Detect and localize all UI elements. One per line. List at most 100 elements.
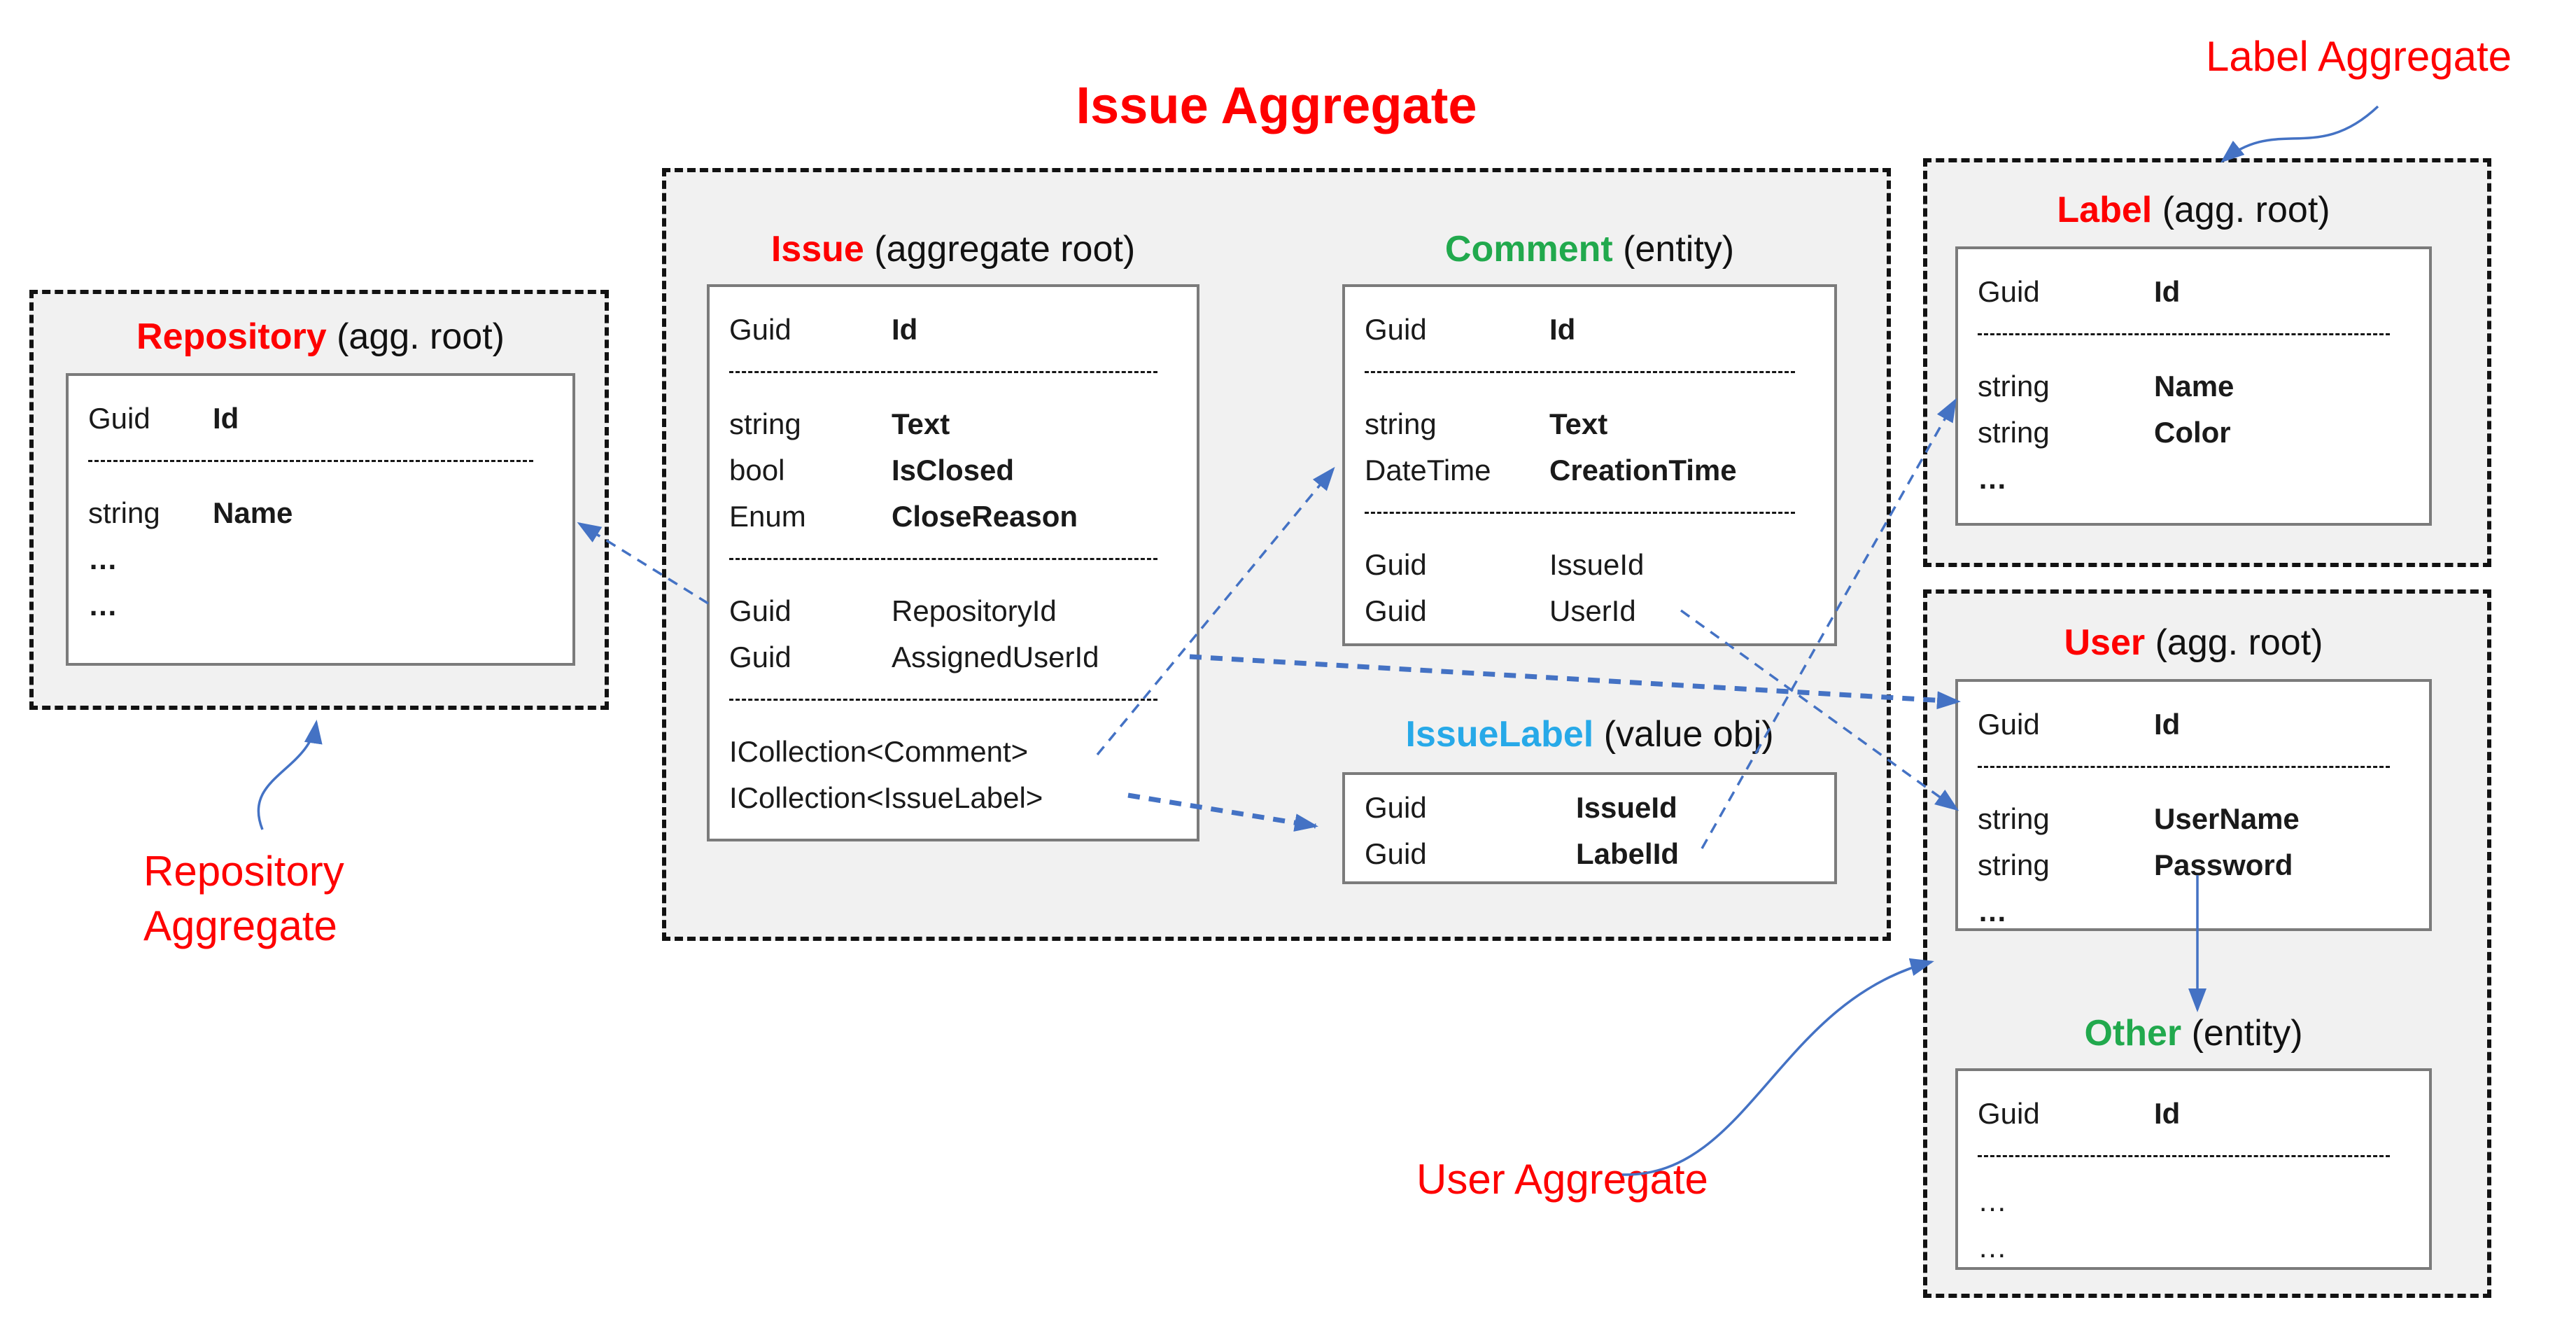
arrow-repository-aggregate-pointer (257, 720, 323, 830)
field-type: Guid (88, 402, 150, 435)
field-separator (1365, 512, 1795, 514)
other-title-name: Other (2084, 1013, 2182, 1054)
field-type: Enum (729, 500, 806, 533)
field-type: Guid (1365, 313, 1427, 346)
field-name: CloseReason (892, 500, 1078, 533)
repository-title-suffix: (agg. root) (337, 316, 505, 357)
field-type: Guid (1365, 548, 1427, 581)
repository-card-title: Repository (agg. root) (38, 316, 603, 358)
field-row: string Name (69, 490, 572, 536)
field-name: Id (892, 313, 918, 346)
field-row: Guid LabelId (1345, 831, 1834, 877)
field-name: Name (213, 496, 293, 529)
field-type: string (1365, 407, 1437, 440)
repository-title-name: Repository (136, 316, 327, 357)
field-type: string (1978, 370, 2050, 403)
field-row: Guid UserId (1345, 588, 1834, 634)
field-row: Guid IssueId (1345, 542, 1834, 588)
field-row: Enum CloseReason (710, 494, 1197, 540)
comment-title-name: Comment (1444, 229, 1613, 270)
field-row: bool IsClosed (710, 447, 1197, 494)
issuelabel-title-name: IssueLabel (1405, 714, 1594, 755)
ellipsis-row: … (1978, 895, 2007, 928)
label-title-name: Label (2057, 190, 2153, 230)
collection-row: ICollection<IssueLabel> (729, 781, 1043, 814)
field-name: Password (2154, 848, 2293, 881)
arrow-user-aggregate-pointer (1621, 958, 1934, 1176)
user-title-suffix: (agg. root) (2155, 622, 2323, 663)
field-name: Text (892, 407, 950, 440)
ellipsis-row: … (88, 589, 118, 622)
field-type: Guid (1365, 594, 1427, 627)
field-separator (1978, 333, 2390, 335)
comment-card-title: Comment (entity) (1314, 228, 1865, 270)
issue-card-title: Issue (aggregate root) (679, 228, 1227, 270)
field-name: Id (1549, 313, 1576, 346)
issue-title-suffix: (aggregate root) (874, 229, 1136, 270)
field-row: string Name (1958, 363, 2429, 410)
field-name: IsClosed (892, 454, 1015, 487)
other-title-suffix: (entity) (2191, 1013, 2303, 1054)
field-type: string (1978, 416, 2050, 449)
field-name: Name (2154, 370, 2234, 403)
field-type: string (729, 407, 801, 440)
field-type: Guid (1978, 275, 2040, 308)
field-name: CreationTime (1549, 454, 1737, 487)
label-card-title: Label (agg. root) (1927, 189, 2460, 231)
field-separator (1978, 766, 2390, 768)
field-separator (729, 699, 1157, 701)
issuelabel-title-suffix: (value obj) (1603, 714, 1774, 755)
field-row: Guid Id (1958, 269, 2429, 315)
field-type: Guid (1978, 708, 2040, 741)
field-name: UserId (1549, 594, 1636, 627)
user-aggregate-annotation: User Aggregate (1416, 1156, 1708, 1203)
field-type: Guid (1978, 1097, 2040, 1130)
field-separator (729, 371, 1157, 373)
arrow-label-aggregate-pointer (2220, 105, 2379, 163)
field-separator (1365, 371, 1795, 373)
field-name: Id (2154, 708, 2181, 741)
field-type: string (1978, 848, 2050, 881)
ellipsis-row: … (1978, 1184, 2007, 1217)
comment-title-suffix: (entity) (1623, 229, 1735, 270)
field-type: Guid (1365, 837, 1427, 870)
label-aggregate-annotation: Label Aggregate (2206, 33, 2512, 80)
repository-aggregate-annotation: Repository Aggregate (143, 844, 344, 953)
issue-card: Guid Id string Text bool IsClosed Enum Close… (707, 284, 1199, 841)
field-name: Id (2154, 275, 2181, 308)
field-name: UserName (2154, 802, 2300, 835)
issue-title-name: Issue (770, 229, 864, 270)
field-row: Guid Id (1345, 307, 1834, 353)
field-row: string Text (1345, 401, 1834, 447)
user-card-title: User (agg. root) (1927, 622, 2460, 664)
ellipsis-row: … (1978, 1231, 2007, 1264)
field-name: Color (2154, 416, 2231, 449)
field-type: string (88, 496, 160, 529)
field-type: bool (729, 454, 785, 487)
field-separator (1978, 1155, 2390, 1157)
ellipsis-row: … (1978, 462, 2007, 495)
field-type: Guid (1365, 791, 1427, 824)
other-card-title: Other (entity) (1927, 1012, 2460, 1054)
field-separator (729, 558, 1157, 560)
field-row: string Text (710, 401, 1197, 447)
field-separator (88, 460, 533, 462)
diagram-title: Issue Aggregate (1076, 76, 1477, 134)
field-name: IssueId (1549, 548, 1645, 581)
field-name: Text (1549, 407, 1608, 440)
field-type: Guid (729, 641, 791, 673)
field-name: LabelId (1576, 837, 1680, 870)
